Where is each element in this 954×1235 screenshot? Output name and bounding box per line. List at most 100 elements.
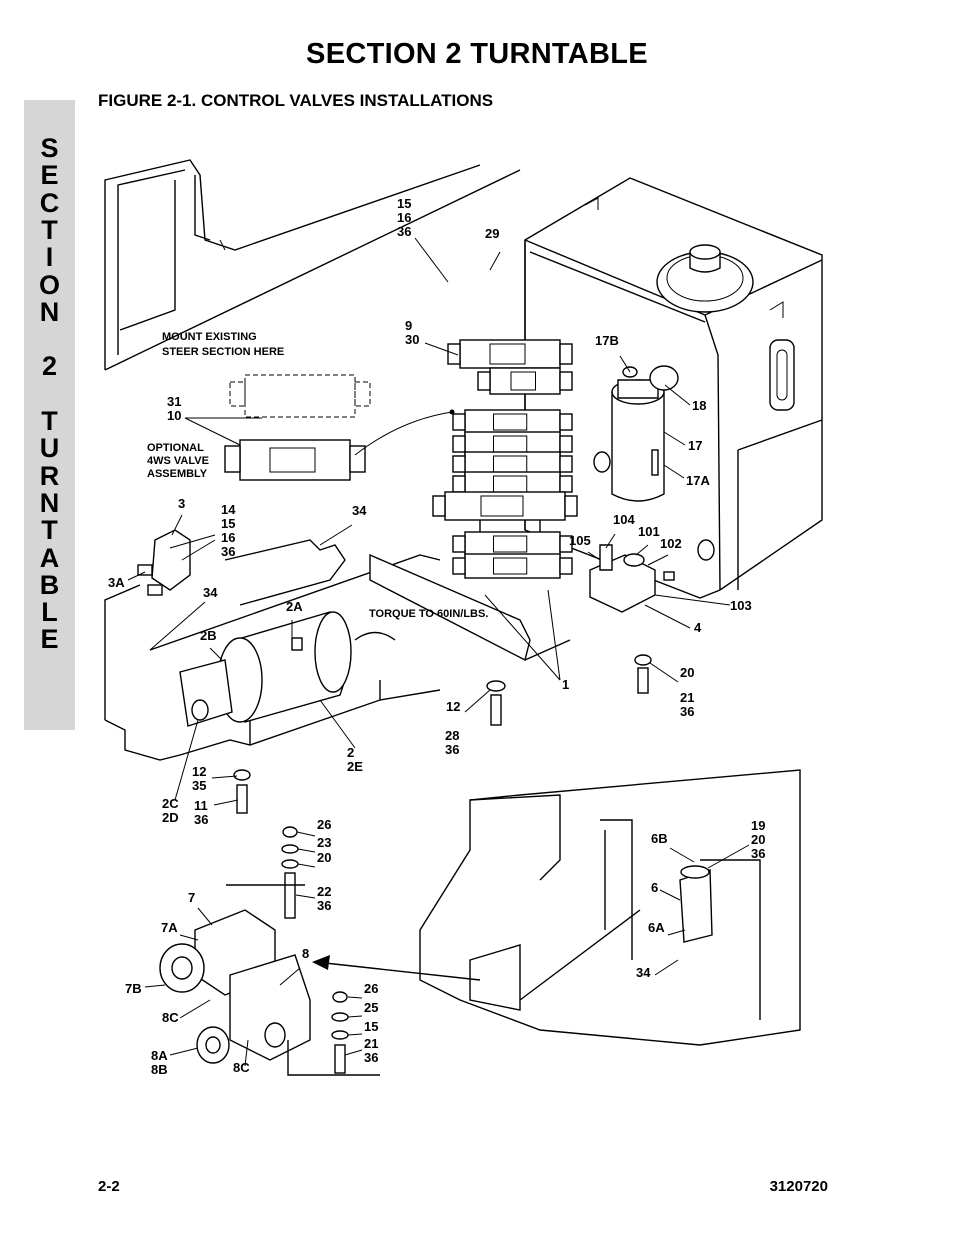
side-tab-letter: T [41,214,58,245]
callout-number: 16 [221,530,235,545]
callout-number: 20 [680,665,694,680]
page-number: 2-2 [98,1178,120,1195]
callout-number: 22 [317,884,331,899]
side-tab-letter: R [39,460,60,491]
side-tab-letter: T [41,515,58,546]
callout-number: 36 [680,704,694,719]
callout-number: 9 [405,318,412,333]
callout-number: 2B [200,628,217,643]
side-tab-letter: E [40,624,59,655]
side-tab-letter: C [39,187,60,218]
callout-number: 23 [317,835,331,850]
callout-number: 16 [397,210,411,225]
callout-number: 17B [595,333,619,348]
side-tab-letter: T [41,406,58,436]
callout-number: 36 [221,544,235,559]
callout-number: 34 [636,965,651,980]
note-mount-line-2: STEER SECTION HERE [162,346,284,358]
turntable-frame [104,159,521,761]
callout-number: 34 [203,585,218,600]
note-torque: TORQUE TO 60IN/LBS. [369,608,488,620]
callout-number: 6B [651,831,668,846]
callout-number: 3 [178,496,185,511]
callout-number: 6A [648,920,665,935]
callout-number: 12 [446,699,460,714]
side-tab-letter: O [38,269,60,300]
callout-number: 21 [364,1036,378,1051]
callout-number: 8 [302,946,309,961]
callout-number: 7B [125,981,142,996]
callout-number: 36 [397,224,411,239]
callout-number: 7A [161,920,178,935]
section-title: SECTION 2 TURNTABLE [306,38,648,70]
side-tab-letter: N [39,487,60,518]
callout-number: 15 [221,516,235,531]
document-number: 3120720 [769,1178,828,1195]
callout-number: 2C [162,796,179,811]
callout-number: 28 [445,728,459,743]
callout-number: 15 [364,1019,378,1034]
callout-number: 8C [162,1010,179,1025]
callout-number: 10 [167,408,181,423]
callout-number: 36 [194,812,208,827]
callout-number: 34 [352,503,367,518]
side-tab-letter: E [40,160,59,191]
callout-number: 17 [688,438,702,453]
callout-number: 102 [660,536,682,551]
callout-number: 11 [194,798,208,813]
callout-number: 29 [485,226,499,241]
callout-number: 35 [192,778,206,793]
callout-number: 2A [286,599,303,614]
callout-number: 36 [445,742,459,757]
callout-number: 36 [317,898,331,913]
callout-number: 30 [405,332,419,347]
side-tab-letter: U [39,433,60,464]
side-tab-letter: 2 [41,351,58,382]
callout-number: 1 [562,677,569,692]
callout-number: 2 [347,745,354,760]
callout-number: 2E [347,759,363,774]
callout-number: 103 [730,598,752,613]
side-tab-letter: A [39,542,60,573]
callout-number: 7 [188,890,195,905]
callout-number: 105 [569,533,591,548]
hydraulic-tank [524,177,823,599]
return-filter [611,365,679,502]
note-optional-line-3: ASSEMBLY [147,468,208,480]
callout-number: 20 [317,850,331,865]
callout-number: 31 [167,394,181,409]
callout-number: 104 [613,512,635,527]
valve-mount-bracket [369,553,571,662]
note-mount-line-1: MOUNT EXISTING [162,331,257,343]
solenoid-manifold-detail [159,884,481,1076]
callout-number: 14 [221,502,236,517]
callout-number: 2D [162,810,179,825]
callout-number: 19 [751,818,765,833]
callout-number: 26 [317,817,331,832]
side-tab-letter: I [45,242,54,273]
callout-number: 8B [151,1062,168,1077]
steer-section [224,374,455,481]
callout-number: 12 [192,764,206,779]
callout-number: 18 [692,398,706,413]
lower-frame-detail [419,769,801,1046]
side-tab-letter: B [39,569,60,600]
main-valve-bank [432,339,578,579]
callout-number: 4 [694,620,702,635]
drawing-notes: MOUNT EXISTING STEER SECTION HERE OPTION… [147,331,488,620]
callout-number: 3A [108,575,125,590]
side-tab-letter: S [40,133,59,163]
side-tab-letter: N [39,296,60,327]
callout-number: 101 [638,524,660,539]
side-tab-letter: L [41,597,58,628]
callout-number: 26 [364,981,378,996]
callout-number: 20 [751,832,765,847]
callout-number: 8A [151,1048,168,1063]
valve-block-3 [137,529,191,596]
note-optional-line-2: 4WS VALVE [147,455,209,467]
callout-number: 36 [751,846,765,861]
figure-title: FIGURE 2-1. CONTROL VALVES INSTALLATIONS [98,91,494,110]
